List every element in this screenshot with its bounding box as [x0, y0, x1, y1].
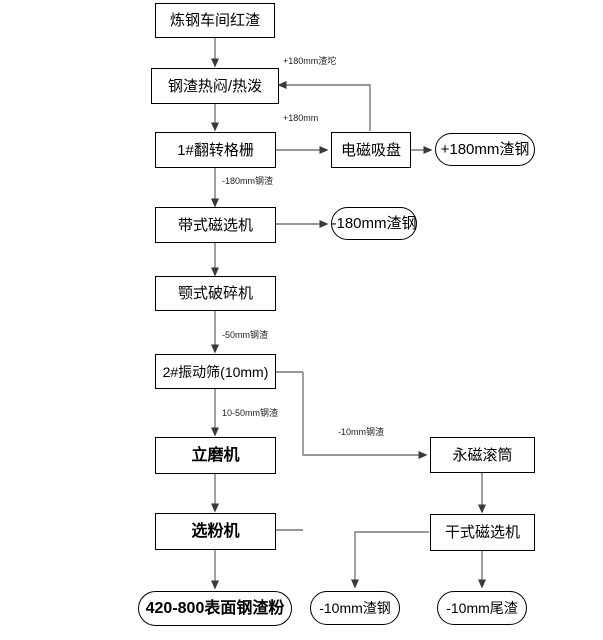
- node-label: 选粉机: [191, 522, 240, 540]
- edge-label-10-50mm-steel-slag: 10-50mm钢渣: [222, 408, 279, 418]
- node-label: 420-800表面钢渣粉: [145, 599, 285, 617]
- node-electromagnetic-chuck[interactable]: 电磁吸盘: [331, 132, 411, 168]
- node-label: 2#振动筛(10mm): [162, 363, 269, 380]
- node-hot-stuffy[interactable]: 钢渣热闷/热泼: [151, 68, 279, 104]
- node-permanent-magnetic-drum[interactable]: 永磁滚筒: [430, 437, 535, 473]
- node-label: -10mm尾渣: [446, 600, 518, 616]
- node-belt-magnetic-separator[interactable]: 带式磁选机: [155, 207, 276, 243]
- node-label: -10mm渣钢: [319, 600, 391, 616]
- node-label: 1#翻转格栅: [177, 141, 254, 159]
- node-output-minus10-slag-steel[interactable]: -10mm渣钢: [310, 591, 400, 625]
- node-vertical-mill[interactable]: 立磨机: [155, 437, 276, 474]
- node-label: 炼钢车间红渣: [169, 12, 260, 29]
- node-vibrating-screen-2[interactable]: 2#振动筛(10mm): [155, 354, 276, 389]
- node-label: 颚式破碎机: [177, 285, 253, 302]
- node-dry-magnetic-separator[interactable]: 干式磁选机: [430, 514, 535, 551]
- node-label: 干式磁选机: [444, 524, 520, 541]
- node-red-slag[interactable]: 炼钢车间红渣: [155, 3, 275, 38]
- node-output-plus180-slag-steel[interactable]: +180mm渣钢: [435, 133, 535, 166]
- edge-label-plus180-slag-lump: +180mm渣坨: [283, 56, 337, 66]
- node-label: 永磁滚筒: [452, 446, 513, 464]
- edge-label-minus180-steel-slag: -180mm钢渣: [222, 176, 274, 186]
- node-output-minus180-slag-steel[interactable]: -180mm渣钢: [331, 207, 417, 240]
- node-label: 立磨机: [191, 446, 240, 464]
- node-label: 钢渣热闷/热泼: [167, 77, 263, 95]
- node-powder-separator[interactable]: 选粉机: [155, 513, 276, 550]
- node-jaw-crusher[interactable]: 颚式破碎机: [155, 276, 276, 311]
- node-output-surface-slag-powder[interactable]: 420-800表面钢渣粉: [138, 591, 292, 626]
- node-grate-1[interactable]: 1#翻转格栅: [155, 132, 276, 168]
- node-label: -180mm渣钢: [331, 215, 417, 232]
- node-label: +180mm渣钢: [440, 141, 530, 158]
- edge-label-minus50-steel-slag: -50mm钢渣: [222, 330, 269, 340]
- edge-label-plus180: +180mm: [283, 113, 319, 123]
- node-label: 带式磁选机: [177, 216, 253, 234]
- node-output-minus10-tailings[interactable]: -10mm尾渣: [437, 591, 527, 625]
- node-label: 电磁吸盘: [340, 141, 401, 159]
- edge-label-minus10-steel-slag: -10mm钢渣: [338, 427, 385, 437]
